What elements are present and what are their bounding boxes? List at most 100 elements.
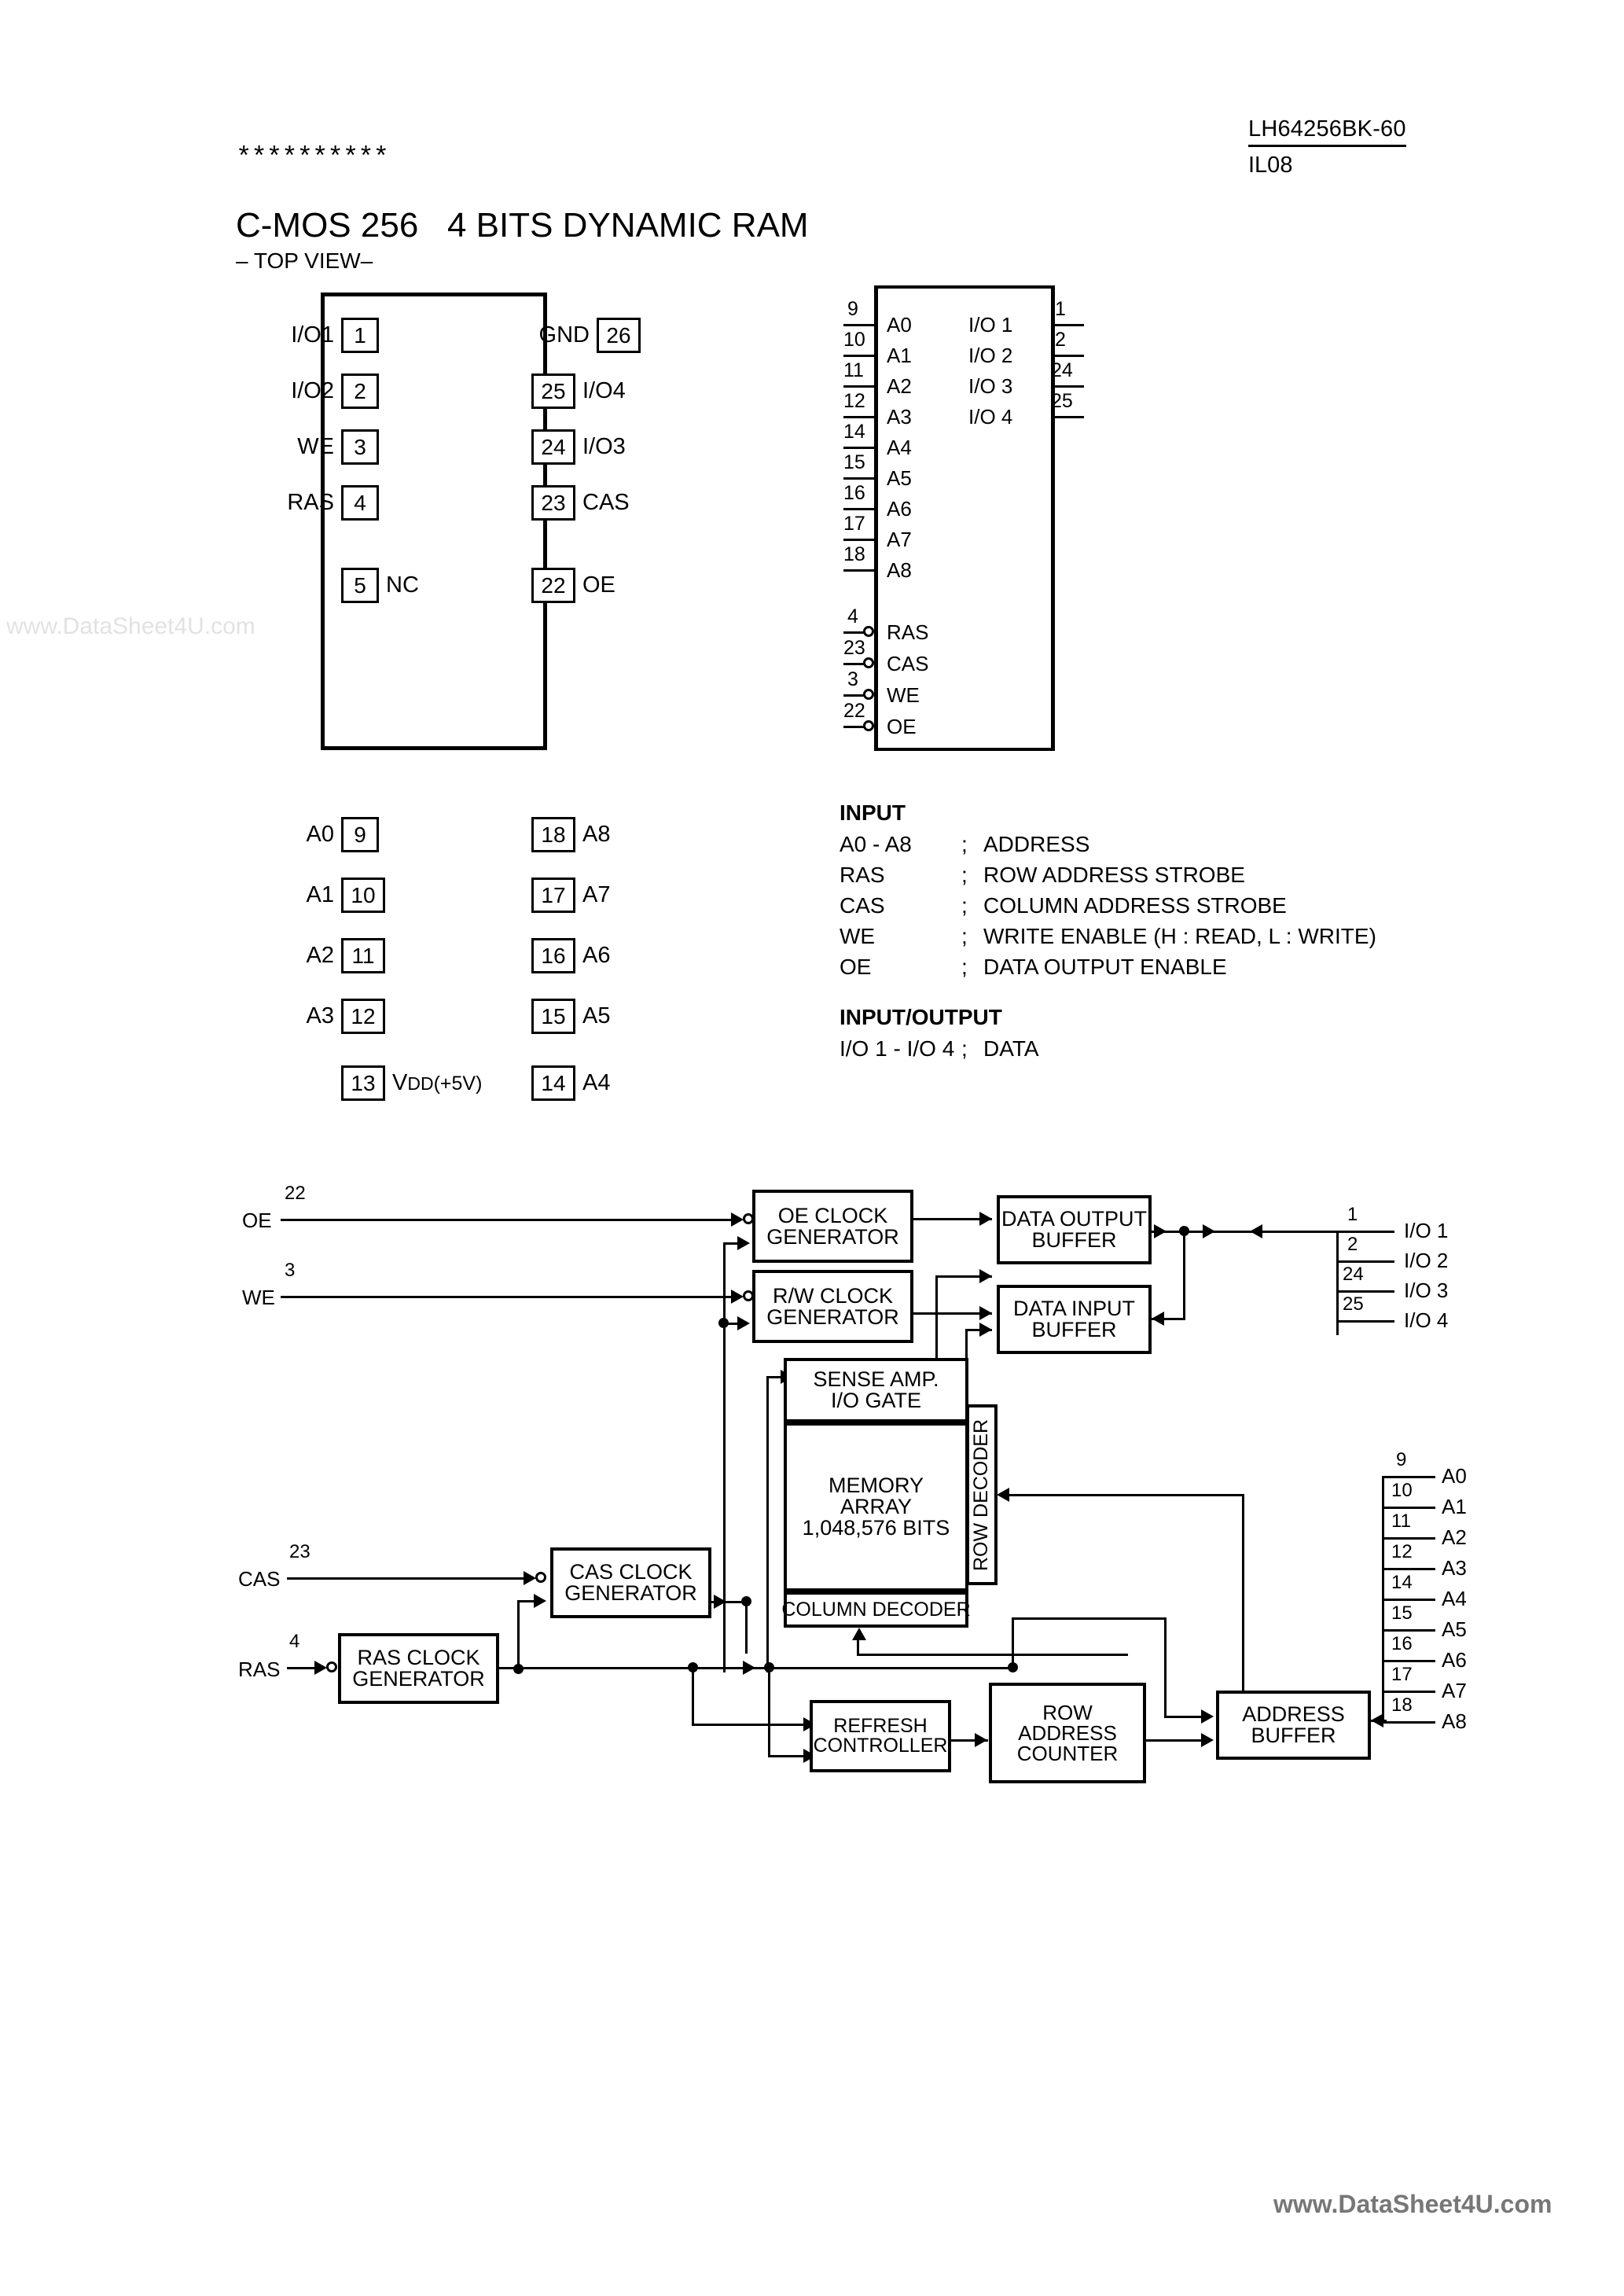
block-label-line2: GENERATOR bbox=[564, 1581, 697, 1605]
symbol-pin-number: 24 bbox=[1051, 359, 1073, 381]
pin-number-box: 12 bbox=[341, 999, 385, 1034]
pin-label: VDD(+5V) bbox=[392, 1070, 483, 1095]
bd-addr-pin-number: 10 bbox=[1391, 1480, 1413, 1501]
legend-row: CAS ; COLUMN ADDRESS STROBE bbox=[840, 895, 1376, 917]
inversion-bubble-icon bbox=[863, 689, 874, 700]
pin-number-box: 22 bbox=[531, 568, 575, 603]
bd-addr-label: A6 bbox=[1442, 1648, 1467, 1672]
block-label-line2: BUFFER bbox=[1031, 1318, 1117, 1341]
block-data-output-buffer: DATA OUTPUT BUFFER bbox=[997, 1195, 1152, 1264]
legend-description: ADDRESS bbox=[983, 832, 1090, 856]
logic-symbol-outline bbox=[874, 285, 1055, 751]
symbol-pin-number: 11 bbox=[843, 359, 864, 381]
legend-separator: ; bbox=[961, 832, 968, 856]
bd-io-pin-number: 24 bbox=[1343, 1264, 1364, 1285]
package-pin-row: 16 A6 bbox=[531, 938, 610, 973]
pin-label: A3 bbox=[306, 1003, 334, 1028]
symbol-pin-name: OE bbox=[887, 715, 917, 738]
symbol-pin-name: WE bbox=[887, 683, 920, 707]
package-outline bbox=[321, 293, 547, 750]
legend-row: OE ; DATA OUTPUT ENABLE bbox=[840, 956, 1376, 978]
bd-io-label: I/O 1 bbox=[1404, 1219, 1449, 1242]
symbol-pin-name: A8 bbox=[887, 558, 912, 582]
block-label-line2: BUFFER bbox=[1251, 1724, 1336, 1747]
block-memory-array: MEMORY ARRAY 1,048,576 BITS bbox=[784, 1422, 968, 1591]
bd-addr-pin-number: 11 bbox=[1391, 1510, 1411, 1532]
bd-addr-label: A1 bbox=[1442, 1495, 1467, 1518]
pin-label: I/O3 bbox=[582, 434, 626, 459]
legend-signal: OE bbox=[840, 955, 872, 979]
bd-io-pin-number: 1 bbox=[1347, 1204, 1358, 1225]
block-label-line1: RAS CLOCK bbox=[357, 1646, 480, 1669]
symbol-pin-number: 12 bbox=[843, 390, 865, 412]
symbol-pin-name: I/O 3 bbox=[968, 374, 1013, 398]
bd-addr-pin-number: 12 bbox=[1391, 1541, 1413, 1562]
block-label-line2: ARRAY bbox=[840, 1495, 913, 1518]
legend-separator: ; bbox=[961, 863, 968, 887]
block-label-line1: COLUMN DECODER bbox=[781, 1598, 971, 1621]
symbol-pin-name: A5 bbox=[887, 466, 912, 490]
pin-number-box: 25 bbox=[531, 373, 575, 409]
block-row-address-counter: ROW ADDRESS COUNTER bbox=[989, 1683, 1146, 1783]
pin-number-box: 11 bbox=[341, 938, 385, 973]
symbol-pin-number: 16 bbox=[843, 482, 865, 504]
bd-input-pin-ras: 4 bbox=[289, 1631, 300, 1652]
symbol-pin-name: I/O 2 bbox=[968, 344, 1013, 367]
pin-label: A8 bbox=[582, 822, 611, 847]
block-rw-clock-generator: R/W CLOCK GENERATOR bbox=[752, 1270, 913, 1343]
legend-separator: ; bbox=[961, 924, 968, 948]
block-label-line1: DATA OUTPUT bbox=[1001, 1207, 1147, 1231]
bd-addr-label: A8 bbox=[1442, 1709, 1467, 1733]
legend-signal: I/O 1 - I/O 4 bbox=[840, 1036, 955, 1061]
bd-addr-label: A0 bbox=[1442, 1464, 1467, 1488]
pin-label: GND bbox=[538, 322, 590, 348]
symbol-pin-number: 1 bbox=[1055, 298, 1066, 320]
pin-number-box: 1 bbox=[341, 318, 379, 353]
signal-legend: INPUT A0 - A8 ; ADDRESS RAS ; ROW ADDRES… bbox=[840, 802, 1376, 1069]
legend-signal: WE bbox=[840, 924, 876, 948]
symbol-pin-name: I/O 1 bbox=[968, 313, 1013, 337]
block-address-buffer: ADDRESS BUFFER bbox=[1216, 1691, 1371, 1760]
pin-number-box: 2 bbox=[341, 373, 379, 409]
bd-addr-pin-number: 15 bbox=[1391, 1602, 1413, 1624]
legend-signal: RAS bbox=[840, 863, 885, 887]
package-pin-row: 14 A4 bbox=[531, 1065, 610, 1101]
pin-number-box: 13 bbox=[341, 1065, 385, 1101]
bd-input-pin-oe: 22 bbox=[285, 1183, 306, 1204]
page-subtitle: – TOP VIEW– bbox=[236, 248, 373, 273]
package-pin-row: I/O2 2 bbox=[232, 373, 379, 409]
block-label-line3: COUNTER bbox=[1016, 1742, 1119, 1765]
pin-label: WE bbox=[297, 434, 334, 459]
block-label-line3: 1,048,576 BITS bbox=[802, 1516, 950, 1540]
pin-number-box: 3 bbox=[341, 429, 379, 465]
pin-label: A5 bbox=[582, 1003, 611, 1028]
pin-number-box: 10 bbox=[341, 878, 385, 913]
pin-label: A1 bbox=[306, 882, 334, 907]
symbol-pin-number: 4 bbox=[847, 605, 858, 627]
legend-io-heading: INPUT/OUTPUT bbox=[840, 1005, 1002, 1029]
symbol-pin-number: 3 bbox=[847, 668, 858, 690]
pin-number-box: 18 bbox=[531, 817, 575, 852]
block-label-line2: BUFFER bbox=[1031, 1228, 1117, 1252]
pin-label: RAS bbox=[287, 490, 334, 515]
block-label-line2: CONTROLLER bbox=[813, 1735, 948, 1757]
bd-io-pin-number: 2 bbox=[1347, 1234, 1358, 1255]
pin-number-box: 5 bbox=[341, 568, 379, 603]
bd-input-label-ras: RAS bbox=[238, 1658, 281, 1681]
block-label-line1: SENSE AMP. bbox=[813, 1367, 939, 1391]
package-pin-row: RAS 4 bbox=[232, 485, 379, 521]
package-pin-row: 17 A7 bbox=[531, 878, 610, 913]
block-label-line2: GENERATOR bbox=[352, 1667, 485, 1691]
block-label-line2: ADDRESS bbox=[1018, 1721, 1117, 1745]
package-pin-row: 18 A8 bbox=[531, 817, 610, 852]
legend-separator: ; bbox=[961, 1036, 968, 1061]
block-cas-clock-generator: CAS CLOCK GENERATOR bbox=[550, 1547, 711, 1618]
pin-label: A6 bbox=[582, 943, 611, 968]
inversion-bubble-icon bbox=[326, 1661, 337, 1672]
block-data-input-buffer: DATA INPUT BUFFER bbox=[997, 1285, 1152, 1354]
symbol-pin-name: A6 bbox=[887, 497, 912, 521]
block-label-line1: CAS CLOCK bbox=[569, 1560, 693, 1584]
legend-description: DATA OUTPUT ENABLE bbox=[983, 955, 1227, 979]
bd-io-label: I/O 4 bbox=[1404, 1308, 1449, 1332]
